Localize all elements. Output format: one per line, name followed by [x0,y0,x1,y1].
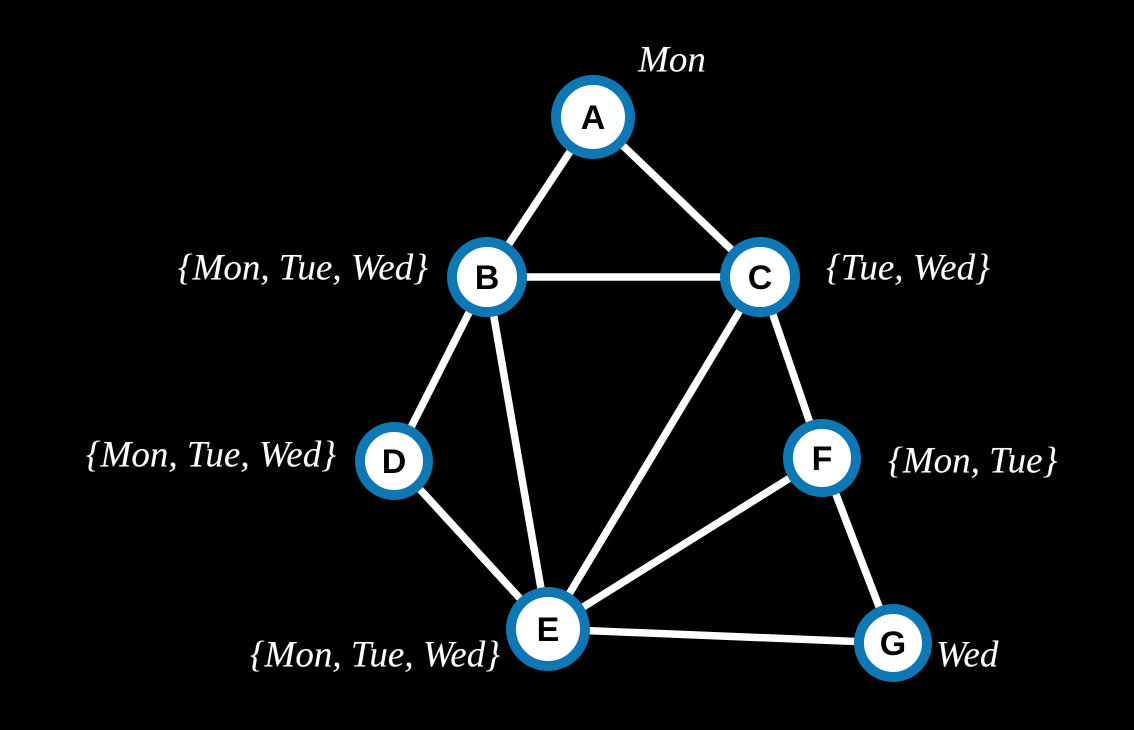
graph-node-b[interactable]: B [447,237,527,317]
graph-node-c[interactable]: C [720,237,800,317]
node-circle-d [355,422,433,500]
node-letter-e: E [537,611,560,649]
node-circle-f [783,419,861,497]
node-circle-c [720,237,800,317]
node-domain-label-c: {Tue, Wed} [826,247,990,289]
node-domain-label-e: {Mon, Tue, Wed} [249,634,500,676]
graph-edge-e-f [544,454,826,633]
graph-node-a[interactable]: A [551,75,635,159]
node-circle-b [447,237,527,317]
node-circle-a [551,75,635,159]
graph-edge-e-g [544,625,897,647]
nodes-layer: A B C D F E G [355,75,932,682]
node-circle-g [854,604,932,682]
node-domain-label-b: {Mon, Tue, Wed} [177,247,428,289]
graph-node-d[interactable]: D [355,422,433,500]
graph-node-g[interactable]: G [854,604,932,682]
graph-node-e[interactable]: E [506,587,590,671]
node-letter-f: F [812,440,833,478]
graph-node-f[interactable]: F [783,419,861,497]
node-domain-label-f: {Mon, Tue} [888,440,1058,482]
graph-edge-b-e [483,273,552,633]
node-domain-label-a: Mon [638,39,706,81]
node-letter-c: C [748,259,773,297]
node-letter-b: B [475,259,500,297]
node-letter-a: A [581,99,606,137]
node-domain-label-d: {Mon, Tue, Wed} [85,434,336,476]
node-letter-d: D [382,443,407,481]
node-letter-g: G [880,625,906,663]
edges-layer [390,113,897,647]
node-domain-label-g: Wed [936,634,999,676]
graph-edge-c-e [544,273,764,633]
node-circle-e [506,587,590,671]
